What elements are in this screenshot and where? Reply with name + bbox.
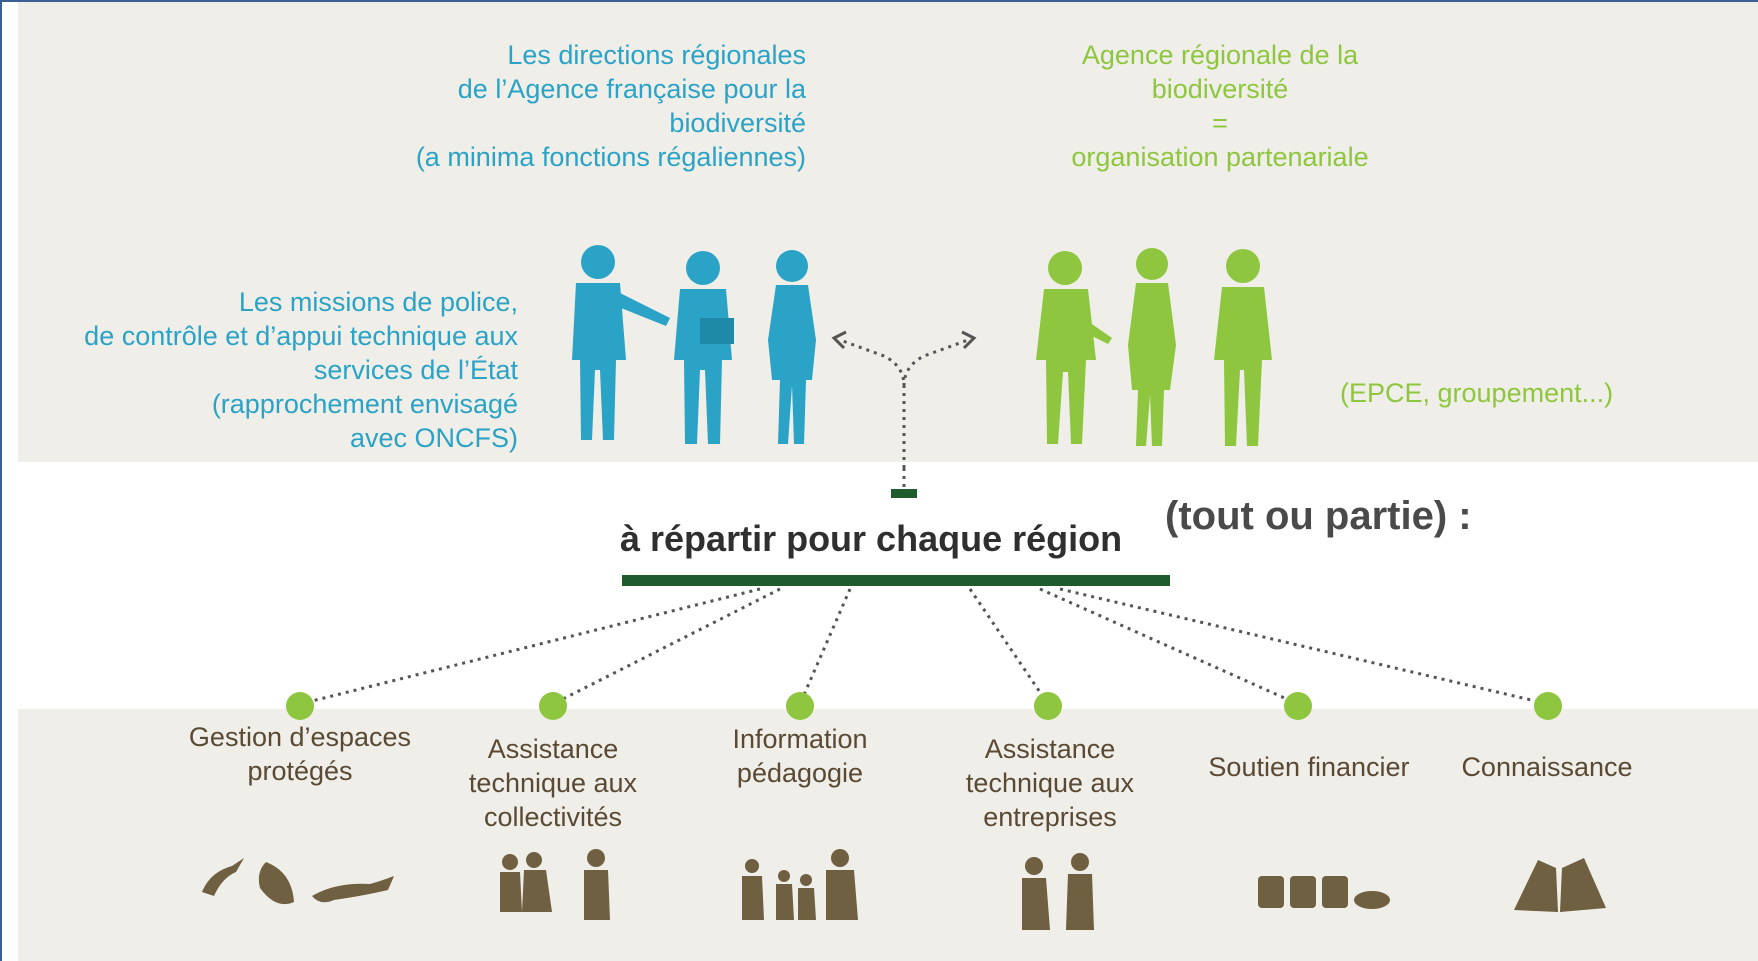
split-arrow-heads [831,330,977,350]
afb-heading: Les directions régionales de l’Agence fr… [415,40,806,172]
node-2 [539,692,567,720]
node-6 [1534,692,1562,720]
node-5 [1284,692,1312,720]
mission-label-6: Connaissance [1461,752,1633,782]
mission-nodes [286,692,1562,720]
wildlife-icon [202,858,394,905]
mission-connectors [299,587,1549,706]
node-1 [286,692,314,720]
region-label: à répartir pour chaque région [620,518,1123,559]
arb-heading: Agence régionale de la biodiversité = or… [1071,40,1369,172]
afb-people-icon [572,245,816,444]
coins-icon [1258,876,1390,909]
book-icon [1514,858,1606,912]
mission-label-2: Assistance technique aux collectivités [468,734,638,832]
node-3 [786,692,814,720]
node-4 [1034,692,1062,720]
mission-label-4: Assistance technique aux entreprises [965,734,1135,832]
arb-form-text: (EPCE, groupement...) [1340,378,1614,408]
arb-people-icon [1036,248,1272,446]
mission-label-5: Soutien financier [1208,752,1410,782]
connector-cap [891,489,917,498]
mission-label-3: Information pédagogie [732,724,868,788]
region-qualifier: (tout ou partie) : [1165,494,1472,538]
top-band [18,0,1758,462]
split-connector [839,338,969,468]
mission-label-1: Gestion d’espaces protégés [188,722,412,786]
family-icon [742,849,858,920]
bottom-band [18,709,1758,961]
business-people-icon [1022,853,1094,930]
group-people-icon [500,849,610,920]
region-bar [622,575,1170,586]
afb-missions-text: Les missions de police, de contrôle et d… [84,287,518,453]
